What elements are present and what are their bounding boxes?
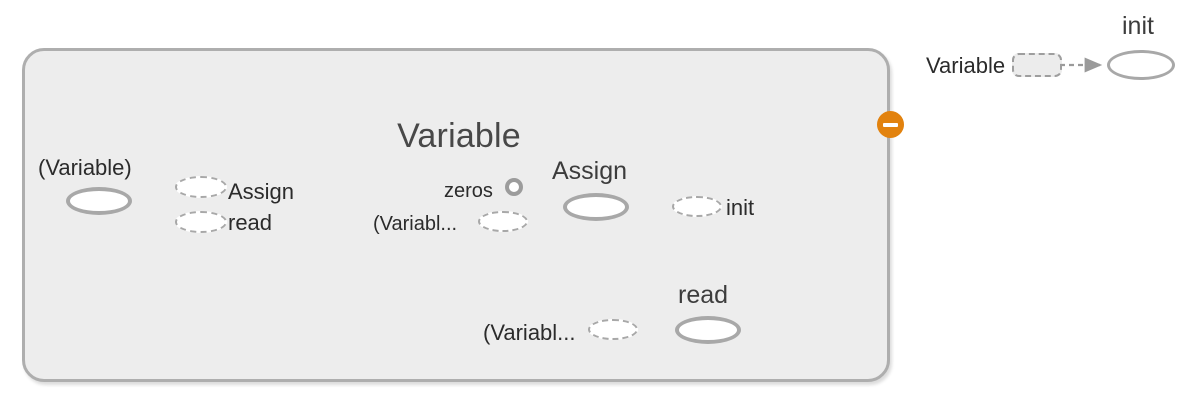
node-label-zeros: zeros xyxy=(444,180,493,202)
node-label-variable-trunc-mid: (Variabl... xyxy=(373,213,458,235)
node-label-assign-op: Assign xyxy=(552,157,628,185)
node-label-variable-scope-out: Variable xyxy=(926,53,1006,78)
node-variable-trunc-bot[interactable] xyxy=(588,319,638,340)
node-label-init-op-out: init xyxy=(1122,12,1154,40)
node-label-read-op: read xyxy=(678,281,729,309)
group-title: Variable xyxy=(397,117,521,155)
node-variable-trunc-mid[interactable] xyxy=(478,211,528,232)
node-variable-scope-out[interactable] xyxy=(1012,53,1062,77)
node-read-ref-left[interactable] xyxy=(175,211,227,233)
node-assign-op[interactable] xyxy=(563,193,629,221)
node-zeros[interactable] xyxy=(505,178,523,196)
node-init-op-out[interactable] xyxy=(1107,50,1175,80)
node-read-op[interactable] xyxy=(675,316,741,344)
node-variable-ref-left[interactable] xyxy=(66,187,132,215)
minus-icon xyxy=(883,122,898,127)
node-label-variable-trunc-bot: (Variabl... xyxy=(483,320,576,345)
node-assign-ref-left[interactable] xyxy=(175,176,227,198)
node-label-variable-ref-left: (Variable) xyxy=(38,155,132,180)
node-init-ref[interactable] xyxy=(672,196,722,217)
node-label-assign-ref-left: Assign xyxy=(228,179,295,204)
group-container-variable[interactable]: Variable xyxy=(22,48,904,382)
collapse-button[interactable] xyxy=(877,111,904,138)
node-label-init-ref: init xyxy=(726,195,755,220)
node-label-read-ref-left: read xyxy=(228,210,273,235)
